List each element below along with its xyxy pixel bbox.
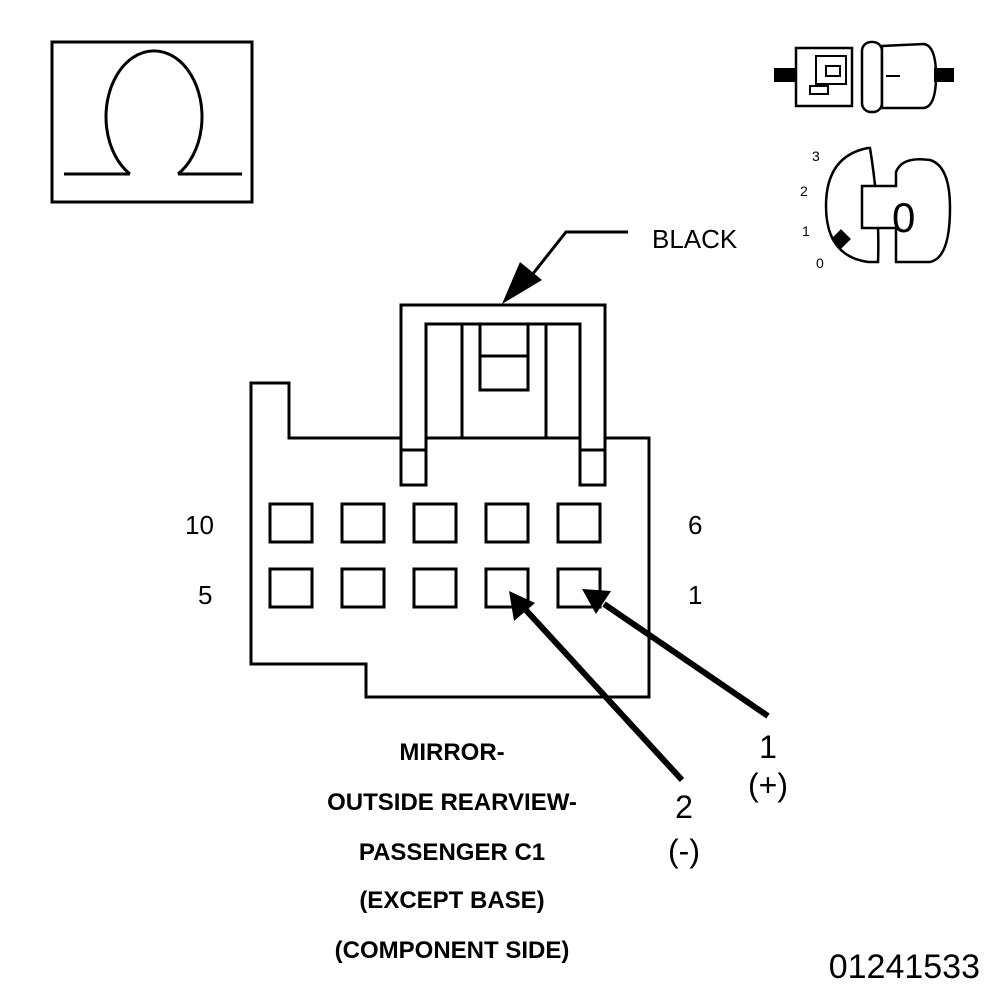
pin-cavities [268,502,602,609]
pin-8 [412,502,458,544]
pin-10 [268,502,314,544]
pin-label-1: 1 [688,580,702,610]
connector-housing [249,303,651,699]
pin-label-10: 10 [185,510,214,540]
pin-label-6: 6 [688,510,702,540]
pin-3 [412,567,458,609]
callout-1-number: 1 [759,729,777,765]
connector-color-label: BLACK [652,224,738,254]
key-position-3: 3 [812,148,820,164]
callout-2-polarity: (-) [668,833,700,869]
callout-1-polarity: (+) [748,767,788,803]
ohmmeter-icon [50,40,254,204]
pin-7 [484,502,530,544]
callout-arrow-1 [582,589,770,719]
callout-arrow-2 [509,591,685,783]
caption-line-4: (EXCEPT BASE) [359,887,544,914]
pin-5 [268,567,314,609]
caption-line-1: MIRROR- [399,739,504,766]
key-position-0: 0 [816,255,824,271]
key-label: 0 [892,194,915,241]
caption-line-3: PASSENGER C1 [359,839,545,866]
pin-4 [340,567,386,609]
connector-caption: MIRROR- OUTSIDE REARVIEW- PASSENGER C1 (… [327,739,577,964]
pin-9 [340,502,386,544]
connector-color-callout: BLACK [502,224,738,304]
key-position-1: 1 [802,223,810,239]
unplugged-connector-icon [774,40,954,114]
key-position-2: 2 [800,183,808,199]
callout-2-number: 2 [675,789,693,825]
pin-6 [556,502,602,544]
caption-line-2: OUTSIDE REARVIEW- [327,789,577,816]
ignition-key-off-icon: 3 2 1 0 0 [800,146,952,271]
pin-label-5: 5 [198,580,212,610]
figure-id: 01241533 [829,948,980,986]
caption-line-5: (COMPONENT SIDE) [335,937,570,964]
